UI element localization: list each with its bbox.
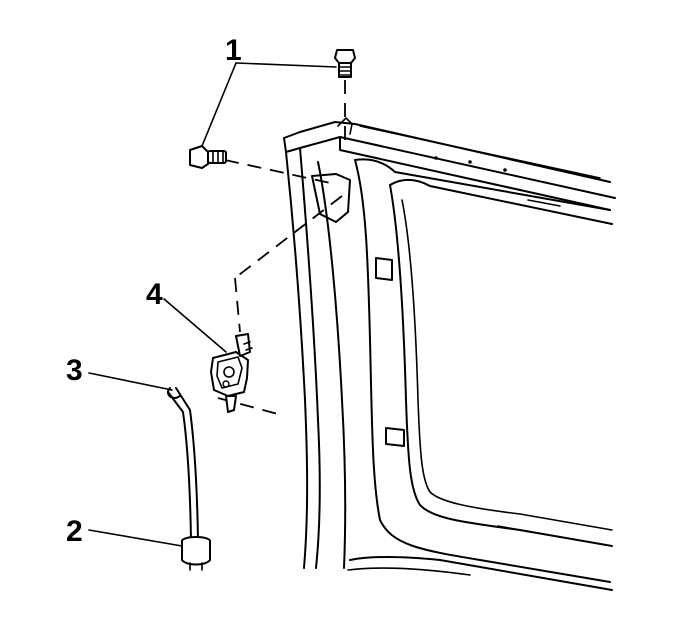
bolt-vertical (334, 49, 356, 78)
bolt-horizontal (189, 145, 227, 169)
vehicle-body-frame (283, 117, 616, 591)
cable-rod (167, 387, 199, 541)
latch-bracket (210, 333, 253, 413)
callout-label-4: 4 (146, 278, 163, 311)
callout-label-2: 2 (66, 515, 83, 548)
callout-label-3: 3 (66, 354, 83, 387)
leader-lines (88, 62, 337, 547)
grommet (181, 536, 211, 571)
callout-label-1: 1 (225, 34, 242, 67)
